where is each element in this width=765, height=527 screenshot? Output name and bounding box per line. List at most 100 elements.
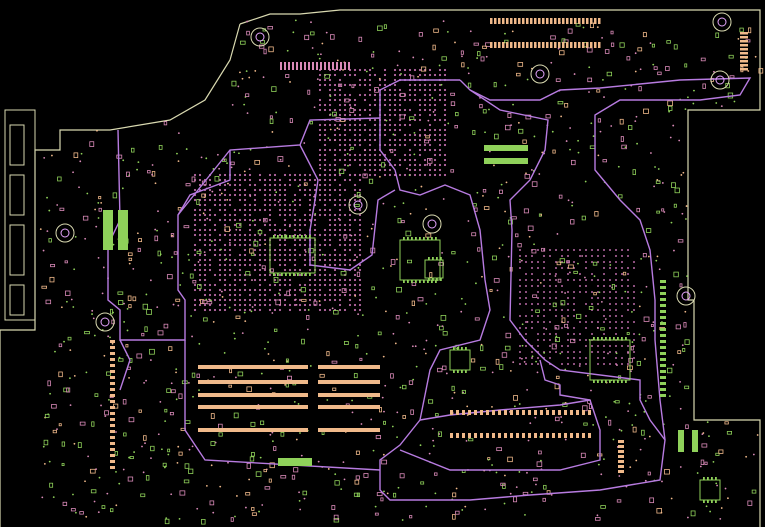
bga-ball [555,279,557,281]
pad [77,442,82,448]
pad [375,435,382,440]
pad [677,350,682,354]
bga-ball [298,268,302,272]
bga-ball [537,279,539,281]
bga-ball [313,288,317,292]
via [370,418,373,421]
cpu-bga-region [193,173,362,312]
chip-pin [436,257,438,260]
bga-ball [358,223,362,227]
via [258,510,260,513]
pad [118,300,124,305]
bga-ball [531,363,533,365]
bga-ball [579,255,581,257]
bga-ball [378,168,382,172]
bga-ball [537,345,539,347]
via [342,461,345,464]
via [382,355,385,358]
via [132,268,135,270]
bga-ball [363,128,367,132]
bga-ball [438,68,442,72]
pad [600,505,606,509]
header-pad [598,18,601,24]
edge-pad [498,410,501,415]
header-pad [566,18,569,24]
bga-ball [353,183,357,187]
pad [91,421,95,427]
bga-ball [253,198,257,202]
bga-ball [549,279,551,281]
via [123,302,125,305]
via [275,111,278,114]
bga-ball [328,168,332,172]
bga-ball [519,255,521,257]
via [372,51,375,53]
bga-ball [348,98,352,102]
bga-ball [218,233,222,237]
via [655,259,658,262]
bga-ball [443,98,447,102]
bga-ball [621,357,623,359]
bga-ball [328,253,332,257]
bga-ball [343,293,347,297]
bga-ball [591,279,593,281]
bga-ball [333,163,337,167]
via [97,202,100,204]
mounting-hole-icon [95,312,115,332]
bga-ball [368,153,372,157]
header-pad [558,18,561,24]
bga-ball [208,228,212,232]
pad [479,103,483,109]
pad [504,124,511,131]
via [275,191,278,194]
pad [237,371,244,377]
hole-ring [348,195,368,215]
via [378,77,381,80]
pad [664,469,670,475]
via [317,53,319,56]
bga-ball [338,108,342,112]
pad [338,83,343,87]
via [303,142,306,144]
bga-ball [338,233,342,237]
bga-ball [283,303,287,307]
bga-ball [627,267,629,269]
bga-ball [408,158,412,162]
via [325,31,328,34]
bga-ball [218,258,222,262]
via [612,438,615,441]
pad [129,456,134,460]
bga-ball [288,268,292,272]
bga-ball [363,108,367,112]
pad [718,449,724,454]
via [394,342,397,345]
via [581,255,584,257]
hole-center [535,69,545,79]
bga-ball [348,238,352,242]
bga-ball [268,298,272,302]
bga-ball [368,133,372,137]
bga-ball [368,138,372,142]
edge-pad [522,410,525,415]
bga-ball [519,297,521,299]
bga-ball [368,78,372,82]
via [505,181,508,184]
pad [236,222,242,228]
chip-pin [621,337,623,340]
chip-pin [281,235,283,238]
edge-pad [546,410,549,415]
via [672,124,675,127]
memory-pad-row [198,393,308,397]
edge-pad [492,433,495,438]
bga-ball [208,233,212,237]
bga-ball [438,128,442,132]
bga-ball [278,243,282,247]
pad [395,315,400,320]
bga-ball [208,193,212,197]
chip-pin [440,257,442,260]
chip-pin [457,370,459,373]
via [678,139,681,142]
via [93,500,96,503]
pad [628,357,633,363]
